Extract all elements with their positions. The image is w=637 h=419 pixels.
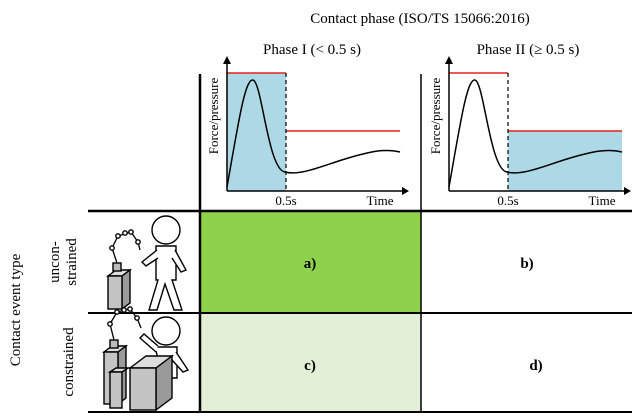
robot-joint <box>127 306 133 312</box>
robot-joint <box>107 321 113 327</box>
phase-1-shaded-region <box>227 73 286 191</box>
person-arm <box>138 333 159 353</box>
force-curve <box>226 79 401 188</box>
person-arm <box>140 249 159 267</box>
robot-joint <box>115 233 121 239</box>
cell-c-label: c) <box>304 358 316 374</box>
x-axis-label: Time <box>367 193 394 208</box>
force-curve <box>448 79 623 188</box>
robot-joint <box>122 230 128 236</box>
person-arm <box>171 249 187 273</box>
robot-joint <box>112 262 122 272</box>
phase-2-plot: Force/pressure 0.5s Time <box>428 56 631 208</box>
robot-base-side <box>121 268 131 311</box>
person-head <box>151 215 181 245</box>
robot-joint <box>114 309 120 315</box>
robot-joint <box>128 229 134 235</box>
cell-a-label: a) <box>304 256 317 272</box>
box-front <box>129 367 157 411</box>
constrained-label: constrained <box>61 327 77 397</box>
robot-joint <box>134 315 140 321</box>
y-axis-label: Force/pressure <box>206 78 221 155</box>
phase-1-plot: Force/pressure 0.5s Time <box>206 56 409 208</box>
cell-a-fill <box>200 212 421 312</box>
unconstrained-label-line2: strained <box>64 238 80 286</box>
x-axis-arrow <box>402 187 409 195</box>
constrained-robot-person-illustration <box>101 306 190 412</box>
y-axis-arrow <box>445 56 453 64</box>
person-arm <box>171 351 190 373</box>
y-axis-arrow <box>223 56 231 64</box>
table-grid <box>88 74 632 413</box>
cell-c-fill <box>200 314 421 412</box>
person-head <box>151 316 181 346</box>
unconstrained-label-line1: uncon- <box>47 241 63 283</box>
x-axis-arrow <box>624 187 631 195</box>
phase-1-header: Phase I (< 0.5 s) <box>263 42 361 58</box>
unconstrained-robot-person-illustration <box>105 215 187 311</box>
robot-joint <box>109 245 115 251</box>
robot-joint <box>109 339 119 349</box>
x-axis-label: Time <box>589 193 616 208</box>
x-tick-label: 0.5s <box>497 193 518 208</box>
phase-2-header: Phase II (≥ 0.5 s) <box>477 42 580 58</box>
y-axis-label: Force/pressure <box>428 78 443 155</box>
contact-event-type-label: Contact event type <box>8 253 24 366</box>
small-box-front <box>109 371 123 409</box>
figure-title: Contact phase (ISO/TS 15066:2016) <box>310 11 530 27</box>
cell-b-label: b) <box>520 256 533 272</box>
cell-d-label: d) <box>529 358 542 374</box>
phase-2-shaded-region <box>508 131 622 191</box>
robot-base-front <box>107 275 123 310</box>
robot-joint <box>121 307 127 313</box>
robot-joint <box>135 239 141 245</box>
x-tick-label: 0.5s <box>275 193 296 208</box>
